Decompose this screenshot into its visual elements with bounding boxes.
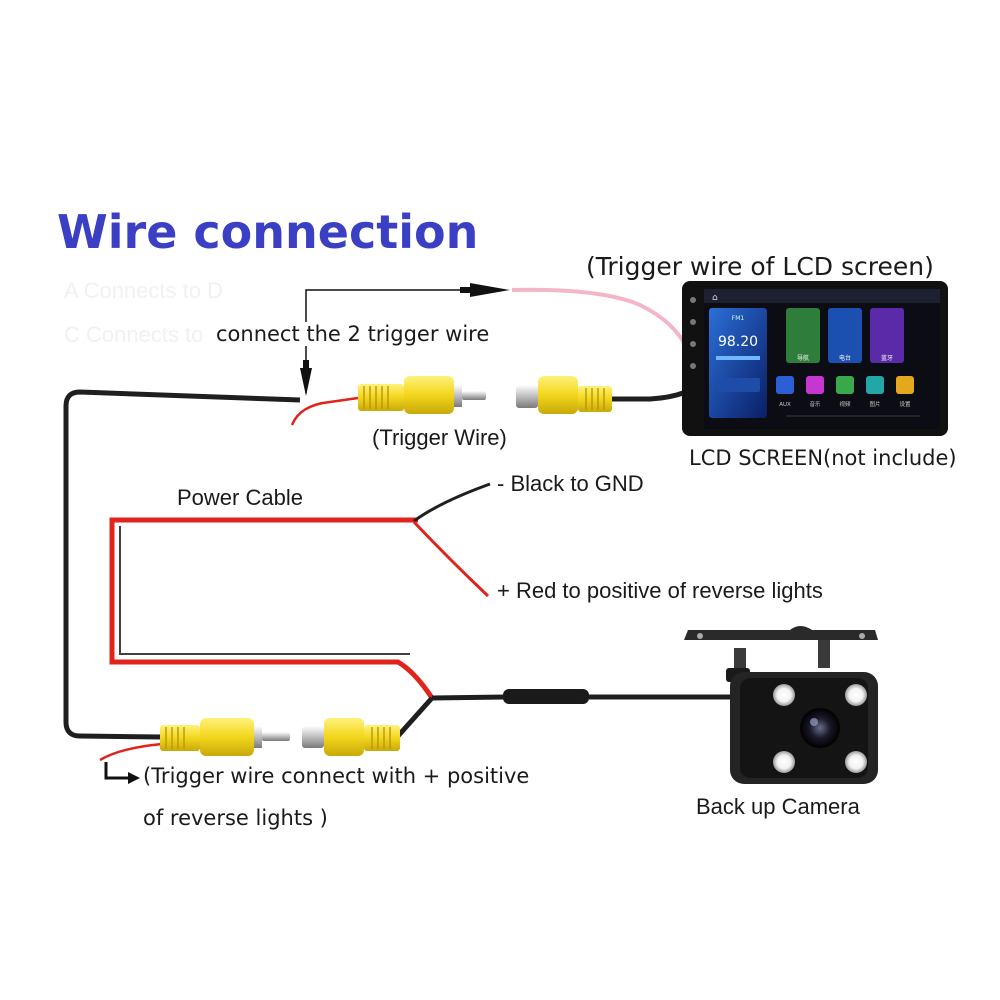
picture-icon — [866, 376, 884, 394]
app-label: 音乐 — [809, 400, 821, 408]
backup-camera-device — [684, 626, 878, 784]
navigation-tile — [786, 308, 820, 363]
tile-label: 导航 — [797, 354, 809, 362]
faint-text: A Connects to D — [64, 278, 223, 303]
led-light — [845, 684, 867, 706]
top-red-trigger-wire — [290, 396, 359, 426]
radio-bar — [716, 356, 760, 360]
radio-controls — [716, 378, 760, 392]
led-light — [773, 751, 795, 773]
bottom-male-rca-connector — [160, 718, 290, 756]
led-light — [845, 751, 867, 773]
bluetooth-tile — [870, 308, 904, 363]
power-cable-red — [109, 517, 435, 700]
power-cable-black — [119, 526, 410, 655]
backup-camera-label: Back up Camera — [696, 794, 860, 819]
lcd-trigger-wire — [511, 287, 690, 351]
app-label: 设置 — [899, 400, 911, 408]
camera-lens — [800, 708, 840, 748]
camera-bracket — [684, 626, 878, 640]
red-positive-wire — [412, 520, 490, 598]
trigger-loop-cable — [63, 389, 301, 740]
bottom-red-trigger-wire — [99, 742, 163, 762]
faint-text: C Connects to — [64, 322, 204, 347]
led-light — [773, 684, 795, 706]
top-male-rca-connector — [358, 376, 486, 414]
return-arrow-head — [128, 772, 140, 784]
cable-junction — [503, 689, 589, 704]
tile-label: 电台 — [839, 354, 851, 362]
radio-widget — [709, 308, 767, 418]
fm-label: FM1 — [732, 315, 745, 322]
radio-tile — [828, 308, 862, 363]
settings-icon — [896, 376, 914, 394]
black-gnd-label: - Black to GND — [497, 471, 644, 496]
side-button — [690, 297, 696, 303]
video-branch-cable — [396, 696, 434, 738]
lcd-screen-label: LCD SCREEN(not include) — [689, 446, 957, 470]
side-button — [690, 363, 696, 369]
app-label: 视频 — [839, 400, 851, 408]
tile-label: 蓝牙 — [881, 354, 893, 362]
trigger-wire-label: (Trigger Wire) — [372, 425, 507, 450]
lcd-video-cable — [612, 389, 687, 402]
trigger-connect-label-line2: of reverse lights ) — [143, 806, 328, 830]
camera-cable — [431, 694, 506, 701]
black-gnd-wire — [413, 482, 491, 523]
bottom-female-rca-connector — [302, 718, 400, 756]
top-female-rca-connector — [516, 376, 612, 414]
aux-icon — [776, 376, 794, 394]
app-label: 图片 — [869, 400, 880, 408]
power-cable-label: Power Cable — [177, 485, 303, 510]
red-positive-label: + Red to positive of reverse lights — [497, 578, 823, 603]
video-icon — [836, 376, 854, 394]
return-arrow-icon — [104, 762, 130, 780]
radio-frequency: 98.20 — [718, 334, 758, 350]
trigger-connect-label-line1: (Trigger wire connect with + positive — [143, 764, 530, 788]
lcd-screen-device: ⌂ 98.20 FM1 导航 电台 蓝牙 AUX 音乐 视频 图片 设置 — [682, 281, 948, 436]
side-button — [690, 319, 696, 325]
lcd-trigger-label: (Trigger wire of LCD screen) — [586, 252, 934, 281]
side-button — [690, 341, 696, 347]
connect-line — [305, 289, 470, 393]
home-icon: ⌂ — [712, 293, 718, 303]
arrow-down-icon — [300, 368, 312, 396]
connect-trigger-label: connect the 2 trigger wire — [216, 322, 490, 346]
music-icon — [806, 376, 824, 394]
app-label: AUX — [779, 402, 791, 408]
diagram-title: Wire connection — [57, 205, 479, 259]
arrow-right-icon — [470, 283, 510, 297]
